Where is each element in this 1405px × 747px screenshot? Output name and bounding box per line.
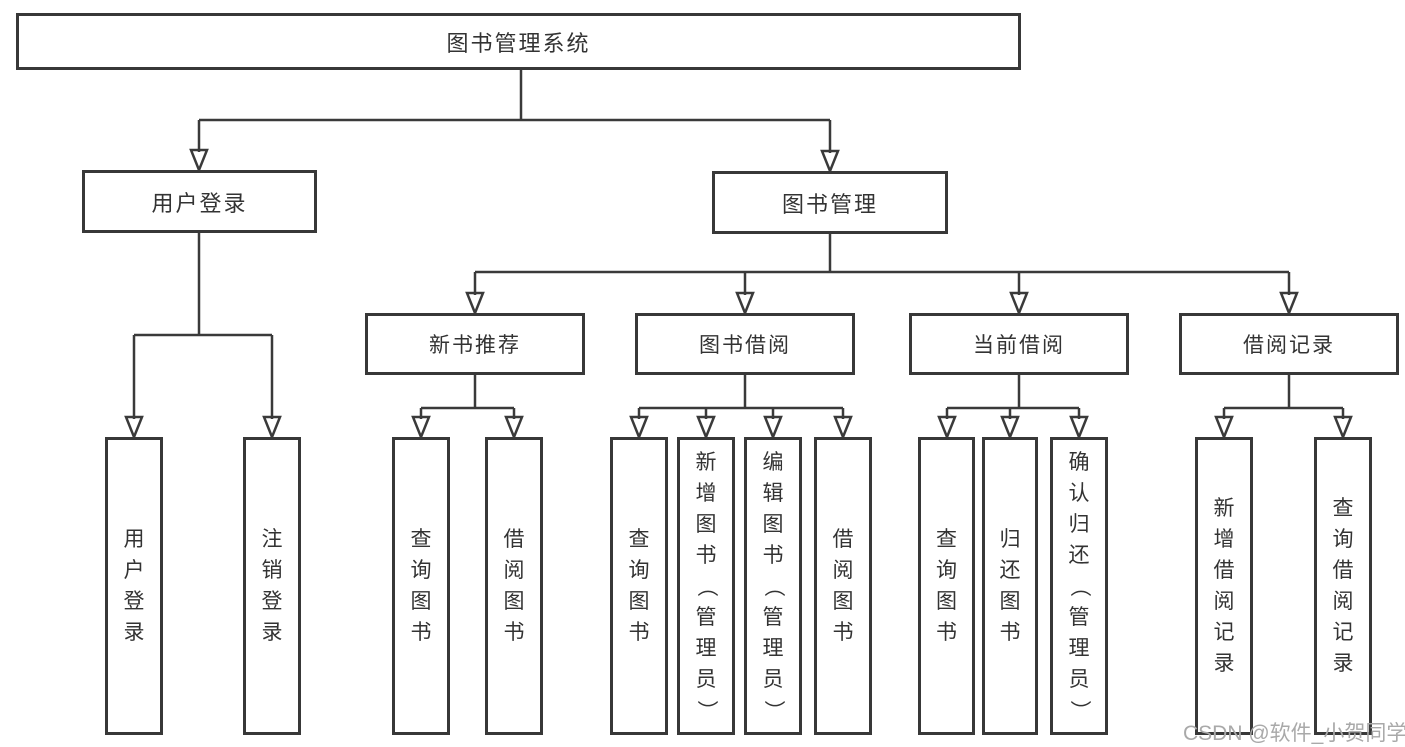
node-label: 新书推荐 (429, 334, 521, 357)
node-label: 查询图书 (936, 528, 957, 644)
node-label: 图书管理 (781, 191, 878, 217)
node-label: 图书管理系统 (446, 30, 591, 56)
node-leaf-query-books: 查询图书 (918, 437, 975, 735)
node-label: 归还图书 (999, 528, 1021, 644)
csdn-watermark: CSDN @软件_小贺同学 (1183, 722, 1405, 745)
node-label: 确认归还（管理员） (1067, 450, 1091, 721)
node-label: 编辑图书（管理员） (761, 450, 785, 721)
node-leaf-confirm-return-admin: 确认归还（管理员） (1050, 437, 1108, 735)
node-label: 当前借阅 (973, 334, 1065, 357)
node-label: 用户登录 (123, 528, 145, 644)
node-label: 借阅图书 (832, 528, 854, 644)
node-leaf-edit-books-admin: 编辑图书（管理员） (744, 437, 802, 735)
node-label: 注销登录 (261, 528, 283, 644)
node-leaf-add-borrow-record: 新增借阅记录 (1195, 437, 1253, 735)
node-label: 新增图书（管理员） (694, 450, 718, 721)
node-current-borrow: 当前借阅 (909, 313, 1129, 375)
node-label: 查询借阅记录 (1332, 497, 1354, 675)
node-leaf-borrow-books: 借阅图书 (814, 437, 872, 735)
node-leaf-query-borrow-record: 查询借阅记录 (1314, 437, 1372, 735)
node-leaf-query-books: 查询图书 (392, 437, 450, 735)
node-leaf-logout: 注销登录 (243, 437, 301, 735)
node-leaf-user-login: 用户登录 (105, 437, 163, 735)
node-borrow-records: 借阅记录 (1179, 313, 1399, 375)
node-label: 借阅图书 (503, 528, 525, 644)
node-label: 借阅记录 (1243, 334, 1335, 357)
node-user-login: 用户登录 (82, 170, 317, 233)
node-new-book-recommend: 新书推荐 (365, 313, 585, 375)
node-leaf-return-books: 归还图书 (982, 437, 1038, 735)
node-leaf-add-books-admin: 新增图书（管理员） (677, 437, 735, 735)
node-book-management: 图书管理 (712, 171, 948, 234)
node-label: 用户登录 (151, 190, 248, 216)
node-label: 新增借阅记录 (1213, 497, 1235, 675)
node-root-library-system: 图书管理系统 (16, 13, 1021, 70)
node-leaf-borrow-books: 借阅图书 (485, 437, 543, 735)
node-book-borrow: 图书借阅 (635, 313, 855, 375)
node-label: 图书借阅 (699, 334, 791, 357)
node-label: 查询图书 (628, 528, 650, 644)
node-leaf-query-books: 查询图书 (610, 437, 668, 735)
node-label: 查询图书 (410, 528, 432, 644)
